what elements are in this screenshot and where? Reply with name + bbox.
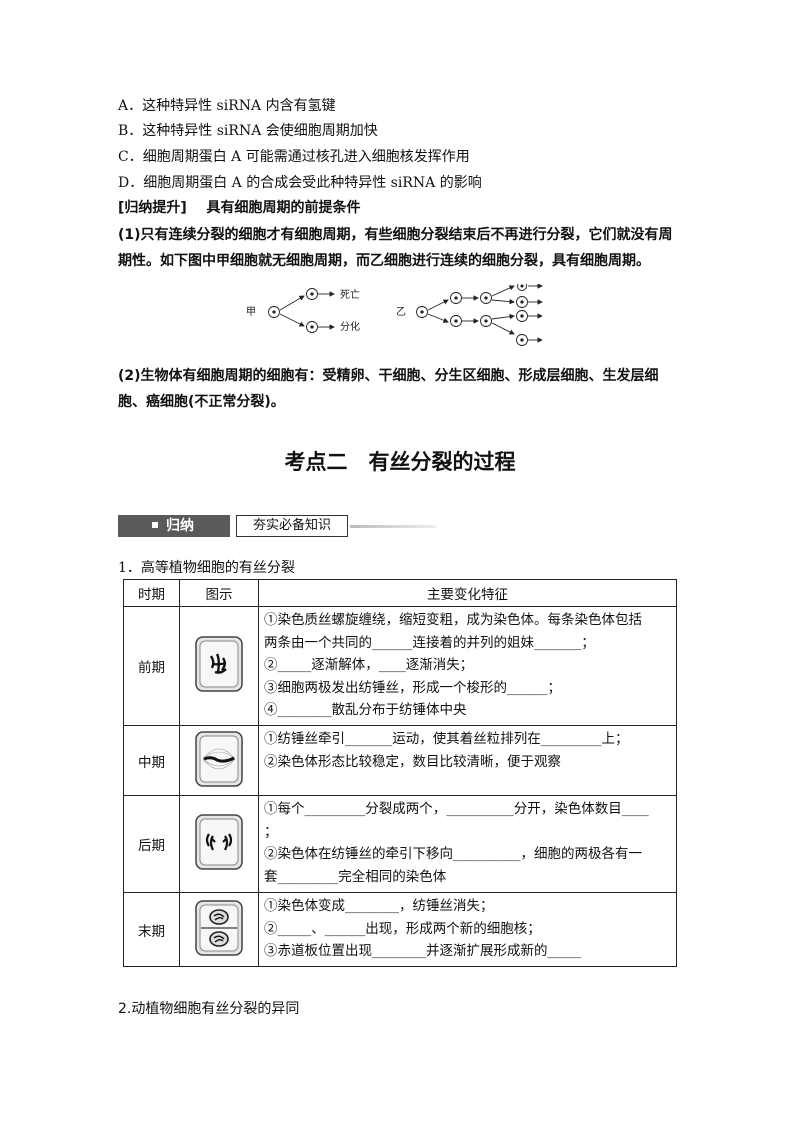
feature-line: ①染色体变成________，纺锤丝消失； [264, 898, 494, 914]
stage-cell: 后期 [123, 795, 180, 893]
feature-line: ②染色体在纺锤丝的牵引下移向__________，细胞的两极各有一 [264, 846, 642, 862]
stage-cell: 中期 [123, 725, 180, 796]
yi-label: 乙 [396, 306, 406, 318]
option-a: A．这种特异性 siRNA 内含有氢键 [118, 98, 336, 114]
feature-line: ①纺锤丝牵引_______运动，使其着丝粒排列在_________上； [264, 731, 629, 747]
table-row: 后期 ①每个_________分裂成两个，__________分开，染色体数目_… [123, 795, 677, 893]
death-label: 死亡 [340, 288, 360, 301]
summary-heading: [归纳提升] 具有细胞周期的前提条件 [118, 198, 361, 218]
banner-label: 归纳 [118, 515, 230, 537]
header-stage: 时期 [123, 579, 180, 607]
figure-cell [179, 725, 259, 796]
table-row: 中期 ①纺锤丝牵引_______运动，使其着丝粒排列在_________上； ②… [123, 725, 677, 796]
option-d: D．细胞周期蛋白 A 的合成会受此种特异性 siRNA 的影响 [118, 175, 482, 191]
option-c: C．细胞周期蛋白 A 可能需通过核孔进入细胞核发挥作用 [118, 149, 470, 165]
features-cell: ①染色体变成________，纺锤丝消失； ②_____、______出现，形成… [258, 892, 677, 967]
features-cell: ①染色质丝螺旋缠绕，缩短变粗，成为染色体。每条染色体包括 两条由一个共同的___… [258, 606, 677, 726]
prophase-cell-icon [195, 636, 243, 692]
cell-cycle-diagram: 甲 死亡 分化 乙 [246, 284, 543, 346]
section-title: 考点二 有丝分裂的过程 [284, 450, 516, 474]
feature-line: ①染色质丝螺旋缠绕，缩短变粗，成为染色体。每条染色体包括 [264, 612, 642, 628]
stage-cell: 末期 [123, 892, 180, 967]
banner-box: 夯实必备知识 [236, 515, 348, 537]
header-features: 主要变化特征 [258, 579, 677, 607]
features-cell: ①每个_________分裂成两个，__________分开，染色体数目____… [258, 795, 677, 893]
banner-divider [350, 525, 436, 528]
mitosis-table: 时期 图示 主要变化特征 前期 ①染色质丝螺旋缠绕，缩短变粗，成为染色体。每条染… [123, 579, 677, 967]
table-header-row: 时期 图示 主要变化特征 [123, 579, 677, 607]
features-cell: ①纺锤丝牵引_______运动，使其着丝粒排列在_________上； ②染色体… [258, 725, 677, 796]
option-b: B．这种特异性 siRNA 会使细胞周期加快 [118, 123, 378, 139]
feature-line: ； [264, 823, 278, 840]
feature-line: 两条由一个共同的______连接着的并列的姐妹_______； [264, 634, 595, 651]
feature-line: ②_____、______出现，形成两个新的细胞核； [264, 920, 541, 937]
differentiation-label: 分化 [340, 320, 360, 333]
summary-title: 具有细胞周期的前提条件 [206, 200, 361, 216]
telophase-cell-icon [195, 899, 243, 956]
table-row: 末期 ①染色体变成________，纺锤丝消失； ②_____、______出现… [123, 892, 677, 967]
feature-line: ②_____逐渐解体，____逐渐消失； [264, 657, 474, 673]
metaphase-cell-icon [195, 730, 243, 787]
feature-line: ③细胞两极发出纺锤丝，形成一个梭形的______； [264, 679, 561, 696]
square-bullet-icon [152, 522, 158, 528]
feature-line: ①每个_________分裂成两个，__________分开，染色体数目____ [264, 801, 649, 817]
feature-line: 套_________完全相同的染色体 [264, 868, 447, 885]
figure-cell [179, 795, 259, 893]
subsection-title-1: 1．高等植物细胞的有丝分裂 [118, 560, 295, 576]
section-banner: 归纳 夯实必备知识 [118, 513, 436, 541]
figure-cell [179, 892, 259, 967]
stage-cell: 前期 [123, 606, 180, 726]
figure-cell [179, 606, 259, 726]
table-row: 前期 ①染色质丝螺旋缠绕，缩短变粗，成为染色体。每条染色体包括 两条由一个共同的… [123, 606, 677, 726]
feature-line: ③赤道板位置出现________并逐渐扩展形成新的_____ [264, 943, 582, 959]
summary-paragraph-2: (2)生物体有细胞周期的细胞有：受精卵、干细胞、分生区细胞、形成层细胞、生发层细… [118, 368, 659, 410]
feature-line: ④________散乱分布于纺锤体中央 [264, 702, 467, 718]
subsection-title-2: 2.动植物细胞有丝分裂的异同 [118, 1001, 300, 1017]
summary-paragraph-1: (1)只有连续分裂的细胞才有细胞周期，有些细胞分裂结束后不再进行分裂，它们就没有… [118, 227, 673, 269]
header-figure: 图示 [179, 579, 259, 607]
feature-line: ②染色体形态比较稳定，数目比较清晰，便于观察 [264, 753, 561, 770]
summary-tag: [归纳提升] [118, 200, 187, 216]
anaphase-cell-icon [195, 814, 243, 870]
jia-label: 甲 [246, 307, 256, 318]
